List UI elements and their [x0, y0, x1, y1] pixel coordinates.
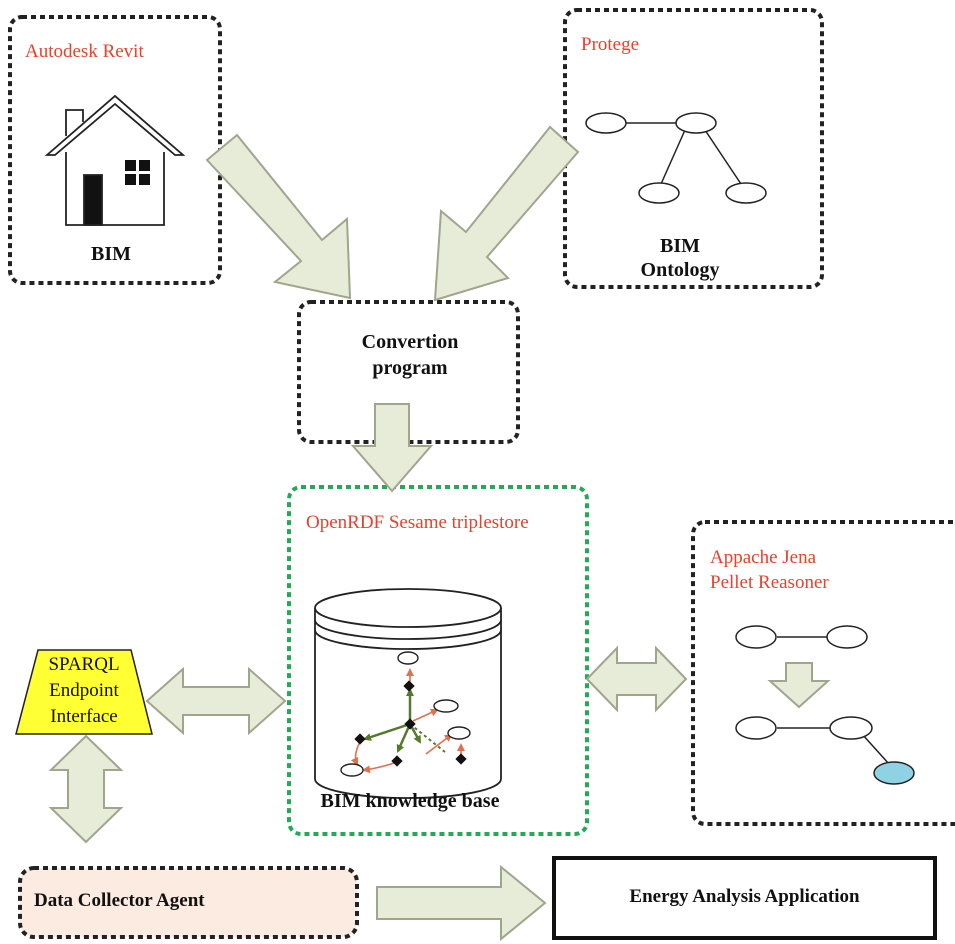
reasoner-output-graph-icon [735, 716, 915, 785]
sparql-label-line3: Interface [50, 706, 118, 727]
bim-ontology-label-line2: Ontology [640, 259, 720, 281]
reasoner-box [691, 520, 955, 826]
data-collector-agent-label: Data Collector Agent [34, 890, 205, 911]
knowledge-graph-icon [340, 651, 471, 777]
house-icon [44, 94, 186, 226]
protege-tool-label: Protege [581, 34, 640, 55]
reasoner-label-line2: Pellet Reasoner [710, 572, 829, 593]
sparql-triplestore-double-arrow [145, 666, 287, 736]
agent-to-energy-arrow [376, 864, 547, 942]
database-cylinder-icon [314, 588, 502, 799]
protege-to-conversion-arrow [433, 125, 580, 302]
energy-box [552, 856, 937, 940]
triplestore-reasoner-double-arrow [585, 645, 688, 713]
reasoner-inference-arrow [767, 662, 831, 709]
sparql-agent-double-arrow [48, 734, 124, 844]
revit-tool-label: Autodesk Revit [25, 41, 144, 62]
bim-label: BIM [91, 243, 131, 265]
revit-to-conversion-arrow [205, 133, 352, 300]
sparql-label-line2: Endpoint [49, 680, 119, 701]
energy-analysis-label: Energy Analysis Application [629, 886, 860, 907]
ontology-graph-icon [585, 112, 767, 204]
reasoner-label-line1: Appache Jena [710, 547, 817, 568]
sparql-endpoint-shape [15, 649, 153, 735]
triplestore-box [287, 485, 589, 836]
knowledge-base-label: BIM knowledge base [320, 790, 500, 812]
sparql-label-line1: SPARQL [48, 654, 120, 675]
conversion-to-triplestore-arrow [350, 403, 434, 493]
conversion-label-line1: Convertion [361, 331, 459, 353]
agent-box [18, 866, 359, 939]
bim-ontology-label-line1: BIM [660, 235, 700, 257]
triplestore-tool-label: OpenRDF Sesame triplestore [306, 512, 529, 533]
reasoner-input-graph-icon [735, 625, 868, 649]
conversion-label-line2: program [372, 357, 448, 379]
